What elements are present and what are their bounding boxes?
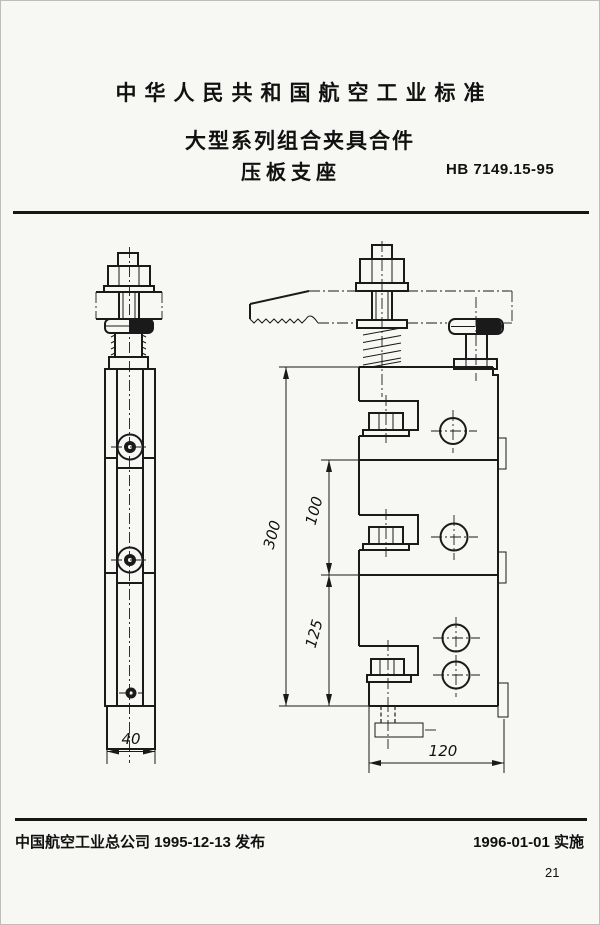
part-name: 压板支座 [241,162,341,184]
footer-rule [15,818,587,821]
dimension-front-width: 120 [368,706,505,773]
front-view: 300 100 125 120 [249,241,513,773]
side-view-body [104,368,156,750]
page-number: 21 [545,865,560,880]
t-slot-2 [359,509,419,557]
footer-implemented: 1996-01-01 实施 [473,834,584,851]
page-title: 中华人民共和国航空工业标准 [115,82,493,105]
dim-label-125: 125 [302,618,327,650]
side-key-2 [497,551,507,584]
support-pin [448,297,504,381]
dimension-lower-spacing: 125 [302,574,359,706]
front-view-body [358,366,509,749]
t-slot-1 [359,395,419,443]
clamp-bolt-assembly [355,241,409,397]
dim-label-300: 300 [260,519,285,551]
side-key-1 [497,437,507,470]
dimension-upper-spacing: 100 [302,459,359,575]
dimension-side-width: 40 [106,730,156,764]
standard-number: HB 7149.15-95 [446,161,555,178]
front-view-holes [431,410,480,697]
side-view: 40 [95,247,163,764]
t-slot-3 [359,640,419,706]
standard-subtitle: 大型系列组合夹具合件 [185,130,415,153]
dim-label-100: 100 [302,495,327,527]
dim-label-40: 40 [121,730,140,748]
side-view-bolt-assembly [95,252,163,370]
dimension-overall-height: 300 [260,366,369,707]
header-rule [13,211,589,214]
side-key-3 [497,682,509,718]
footer-issued: 中国航空工业总公司 1995-12-13 发布 [15,834,266,851]
bottom-bolt [374,701,439,749]
dim-label-120: 120 [429,742,458,760]
clamp-plate [249,290,513,324]
